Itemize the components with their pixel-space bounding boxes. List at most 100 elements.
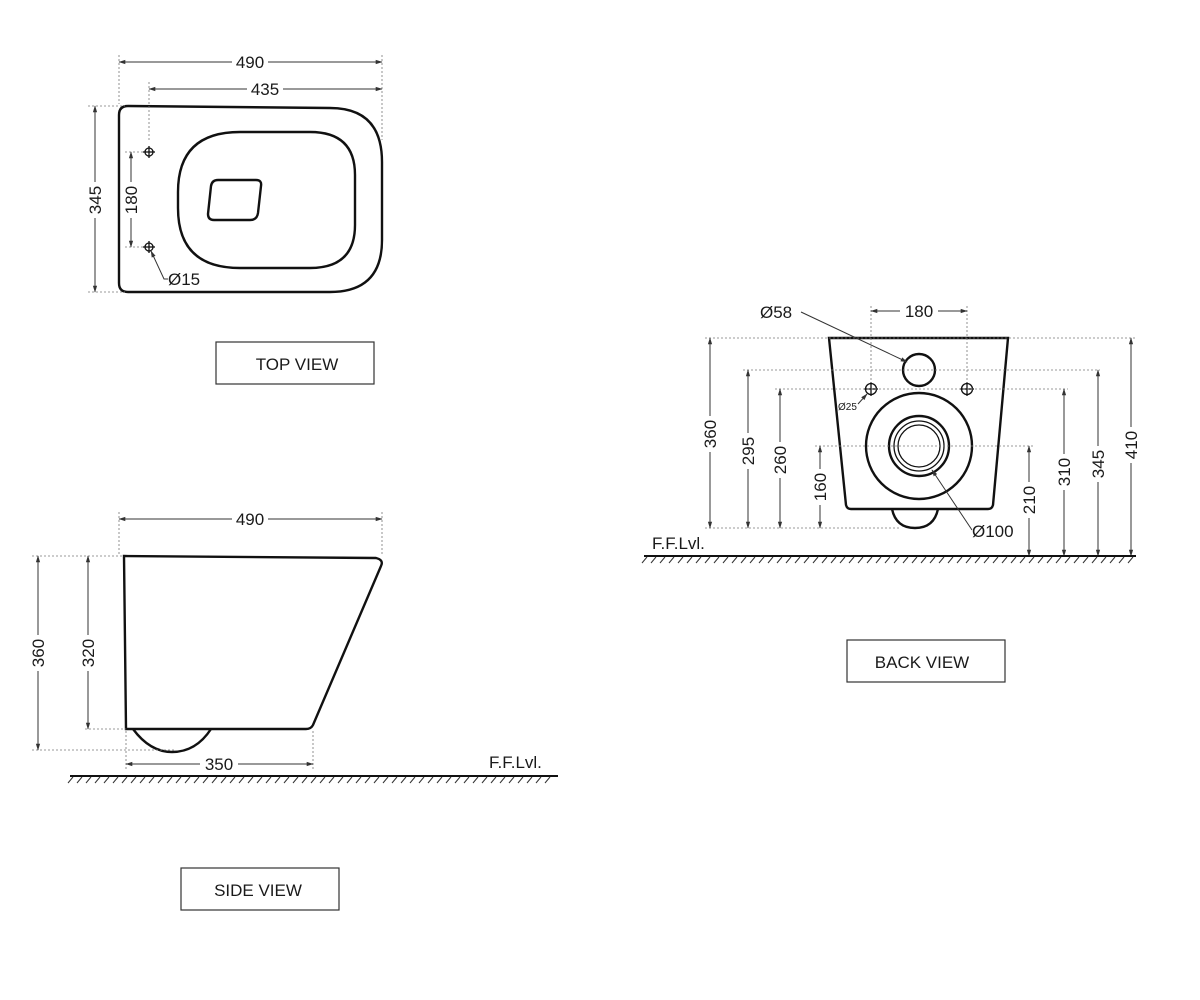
back-view-label: BACK VIEW [875, 653, 969, 672]
hatch-stroke [1019, 556, 1026, 564]
back-dim-410: 410 [1122, 431, 1141, 459]
hatch-stroke [355, 776, 362, 784]
hatch-stroke [1082, 556, 1089, 564]
hatch-stroke [166, 776, 173, 784]
side-dim-320: 320 [79, 639, 98, 667]
hatch-stroke [749, 556, 756, 564]
hatch-stroke [812, 556, 819, 564]
hatch-stroke [418, 776, 425, 784]
hatch-stroke [490, 776, 497, 784]
hatch-stroke [875, 556, 882, 564]
hatch-stroke [956, 556, 963, 564]
top-dim-180: 180 [122, 186, 141, 214]
hatch-stroke [1100, 556, 1107, 564]
top-view-outline [117, 104, 384, 294]
hatch-stroke [1073, 556, 1080, 564]
hatch-stroke [364, 776, 371, 784]
hatch-stroke [130, 776, 137, 784]
back-dim-345: 345 [1089, 450, 1108, 478]
back-dim-180: 180 [905, 302, 933, 321]
hatch-stroke [974, 556, 981, 564]
hatch-stroke [758, 556, 765, 564]
hatch-stroke [704, 556, 711, 564]
hatch-stroke [274, 776, 281, 784]
hatch-stroke [839, 556, 846, 564]
hatch-stroke [695, 556, 702, 564]
hatch-stroke [920, 556, 927, 564]
hatch-stroke [659, 556, 666, 564]
side-view-label-box [180, 867, 340, 911]
hatch-stroke [67, 776, 74, 784]
top-dim-hole-diameter: Ø15 [168, 270, 200, 289]
hatch-stroke [794, 556, 801, 564]
top-dim-490: 490 [236, 53, 264, 72]
hatch-stroke [337, 776, 344, 784]
hatch-stroke [1064, 556, 1071, 564]
hatch-stroke [821, 556, 828, 564]
hatch-stroke [830, 556, 837, 564]
hatch-stroke [526, 776, 533, 784]
hatch-stroke [265, 776, 272, 784]
hatch-stroke [911, 556, 918, 564]
back-floor-label: F.F.Lvl. [652, 534, 705, 553]
back-view: 360 295 260 160 210 310 345 410 180 Ø58 … [641, 302, 1141, 683]
top-view-label: TOP VIEW [256, 355, 339, 374]
top-view-bowl-opening [176, 130, 357, 270]
hatch-stroke [193, 776, 200, 784]
hatch-stroke [983, 556, 990, 564]
side-view: 490 360 320 350 F.F.Lvl. SIDE VIEW [29, 510, 558, 911]
side-view-outline [122, 554, 384, 731]
hatch-stroke [175, 776, 182, 784]
hatch-stroke [857, 556, 864, 564]
back-dim-260: 260 [771, 446, 790, 474]
hatch-stroke [544, 776, 551, 784]
hatch-stroke [499, 776, 506, 784]
hatch-stroke [220, 776, 227, 784]
hatch-stroke [893, 556, 900, 564]
hatch-stroke [301, 776, 308, 784]
hatch-stroke [148, 776, 155, 784]
top-dim-435: 435 [251, 80, 279, 99]
back-view-label-box [846, 639, 1006, 683]
hatch-stroke [641, 556, 648, 564]
side-floor-hatch [67, 776, 551, 784]
hatch-stroke [965, 556, 972, 564]
hatch-stroke [1028, 556, 1035, 564]
side-dim-360: 360 [29, 639, 48, 667]
hatch-stroke [400, 776, 407, 784]
hatch-stroke [256, 776, 263, 784]
hatch-stroke [650, 556, 657, 564]
hatch-stroke [373, 776, 380, 784]
back-view-bottom-outlet [890, 508, 940, 530]
hatch-stroke [902, 556, 909, 564]
back-dim-fixing-hole-diameter: Ø25 [838, 402, 857, 413]
hatch-stroke [517, 776, 524, 784]
side-view-label: SIDE VIEW [214, 881, 302, 900]
hatch-stroke [454, 776, 461, 784]
hatch-stroke [85, 776, 92, 784]
hatch-stroke [848, 556, 855, 564]
hatch-stroke [866, 556, 873, 564]
hatch-stroke [677, 556, 684, 564]
hatch-stroke [481, 776, 488, 784]
hatch-stroke [1118, 556, 1125, 564]
hatch-stroke [157, 776, 164, 784]
top-view: 490 435 345 180 Ø15 TOP VIEW [86, 53, 384, 385]
hatch-stroke [292, 776, 299, 784]
hatch-stroke [436, 776, 443, 784]
hatch-stroke [1010, 556, 1017, 564]
hatch-stroke [94, 776, 101, 784]
hatch-stroke [328, 776, 335, 784]
back-dim-310: 310 [1055, 458, 1074, 486]
side-floor-label: F.F.Lvl. [489, 753, 542, 772]
hatch-stroke [463, 776, 470, 784]
back-dim-210: 210 [1020, 486, 1039, 514]
hatch-stroke [238, 776, 245, 784]
hatch-stroke [785, 556, 792, 564]
hatch-stroke [283, 776, 290, 784]
hatch-stroke [1127, 556, 1134, 564]
hatch-stroke [382, 776, 389, 784]
hatch-stroke [535, 776, 542, 784]
hatch-stroke [184, 776, 191, 784]
